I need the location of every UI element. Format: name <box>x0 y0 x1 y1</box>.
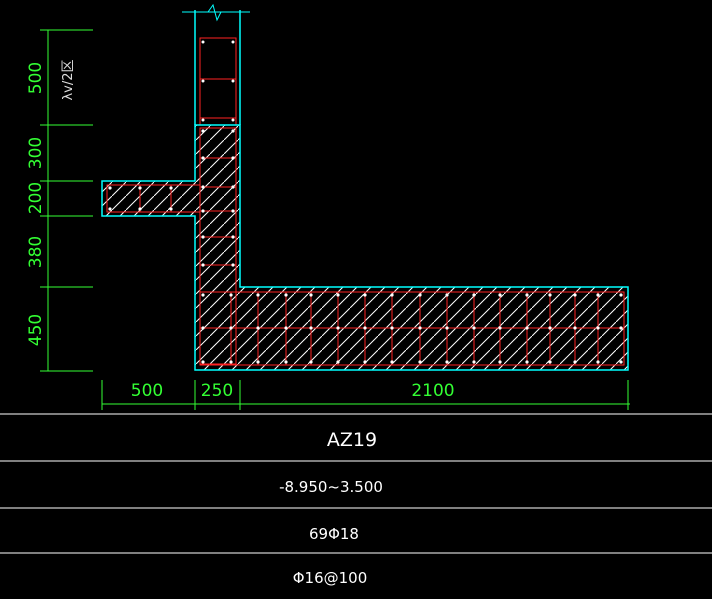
rebar-dot <box>108 207 112 211</box>
rebar-dot <box>201 235 205 239</box>
rebar-dot <box>573 293 577 297</box>
rebar-dot <box>256 360 260 364</box>
rebar-dot <box>525 293 529 297</box>
rebar-dot <box>169 207 173 211</box>
rebar-dot <box>336 360 340 364</box>
rebar-dot <box>445 360 449 364</box>
table-row-elevation: -8.950~3.500 <box>279 478 383 496</box>
dim-h-2100: 2100 <box>411 381 454 401</box>
horizontal-dimension-labels: 500 250 2100 <box>131 381 455 401</box>
rebar-dot <box>229 293 233 297</box>
schedule-table <box>0 413 712 554</box>
dim-v-450: 450 <box>26 314 46 346</box>
rebar-dot <box>418 326 422 330</box>
dim-h-500: 500 <box>131 381 163 401</box>
rebar-dot <box>108 186 112 190</box>
rebar-dot <box>229 326 233 330</box>
rebar-dot <box>336 293 340 297</box>
rebar-dot <box>363 293 367 297</box>
rebar-dot <box>418 293 422 297</box>
rebar-dot <box>525 326 529 330</box>
vertical-dimension-chain <box>40 29 93 372</box>
rebar-dot <box>309 293 313 297</box>
break-line-icon <box>207 3 222 22</box>
rebar-dot <box>472 293 476 297</box>
rebar-dot <box>231 263 235 267</box>
rebar-dot <box>390 293 394 297</box>
rebar-dot <box>596 360 600 364</box>
rebar-dot <box>201 185 205 189</box>
rebar-dot <box>201 209 205 213</box>
rebar-dot <box>363 326 367 330</box>
table-row-stirrups: Φ16@100 <box>293 569 368 587</box>
rebar-dot <box>619 360 623 364</box>
table-row-longitudinal-bars: 69Φ18 <box>309 525 359 543</box>
rebar-dot <box>231 185 235 189</box>
rebar-dot <box>201 360 205 364</box>
rebar-dot <box>548 293 552 297</box>
longitudinal-bars <box>108 129 623 364</box>
rebar-dot <box>573 326 577 330</box>
vertical-dimension-labels: 500 300 200 380 450 λv/2区 <box>26 59 76 346</box>
rebar-dot <box>596 293 600 297</box>
rebar-dot <box>201 326 205 330</box>
rebar-dot <box>548 360 552 364</box>
rebar-dot <box>498 326 502 330</box>
rebar-dot <box>390 360 394 364</box>
rebar-dot <box>256 326 260 330</box>
rebar-dot <box>309 360 313 364</box>
rebar-dot <box>472 360 476 364</box>
upper-stirrup <box>199 37 237 126</box>
dim-v-200: 200 <box>26 182 46 214</box>
dim-v-380: 380 <box>26 236 46 268</box>
dim-h-250: 250 <box>201 381 233 401</box>
rebar-dot <box>619 326 623 330</box>
dim-v-300: 300 <box>26 137 46 169</box>
rebar-dot <box>596 326 600 330</box>
rebar-dot <box>336 326 340 330</box>
rebar-dot <box>498 293 502 297</box>
rebar-dot <box>619 293 623 297</box>
rebar-dot <box>201 293 205 297</box>
upper-wall-segment <box>182 3 250 126</box>
rebar-dot <box>284 360 288 364</box>
rebar-dot <box>201 156 205 160</box>
rebar-dot <box>445 326 449 330</box>
rebar-dot <box>138 207 142 211</box>
horizontal-dimension-chain <box>101 380 630 410</box>
zone-label: λv/2区 <box>61 59 76 100</box>
rebar-dot <box>284 326 288 330</box>
rebar-dot <box>231 129 235 133</box>
rebar-dot <box>201 263 205 267</box>
rebar-dot <box>472 326 476 330</box>
rebar-dot <box>573 360 577 364</box>
rebar-dot <box>138 186 142 190</box>
rebar-dot <box>231 156 235 160</box>
rebar-dot <box>231 235 235 239</box>
rebar-dot <box>390 326 394 330</box>
rebar-dot <box>418 360 422 364</box>
rebar-dot <box>363 360 367 364</box>
rebar-dot <box>548 326 552 330</box>
rebar-dot <box>169 186 173 190</box>
dim-v-500: 500 <box>26 62 46 94</box>
rebar-dot <box>498 360 502 364</box>
rebar-dot <box>309 326 313 330</box>
table-row-section-id: AZ19 <box>327 429 377 451</box>
rebar-dot <box>229 360 233 364</box>
rebar-dot <box>256 293 260 297</box>
rebar-dot <box>201 129 205 133</box>
rebar-dot <box>284 293 288 297</box>
rebar-dot <box>445 293 449 297</box>
rebar-dot <box>525 360 529 364</box>
rebar-dot <box>231 209 235 213</box>
